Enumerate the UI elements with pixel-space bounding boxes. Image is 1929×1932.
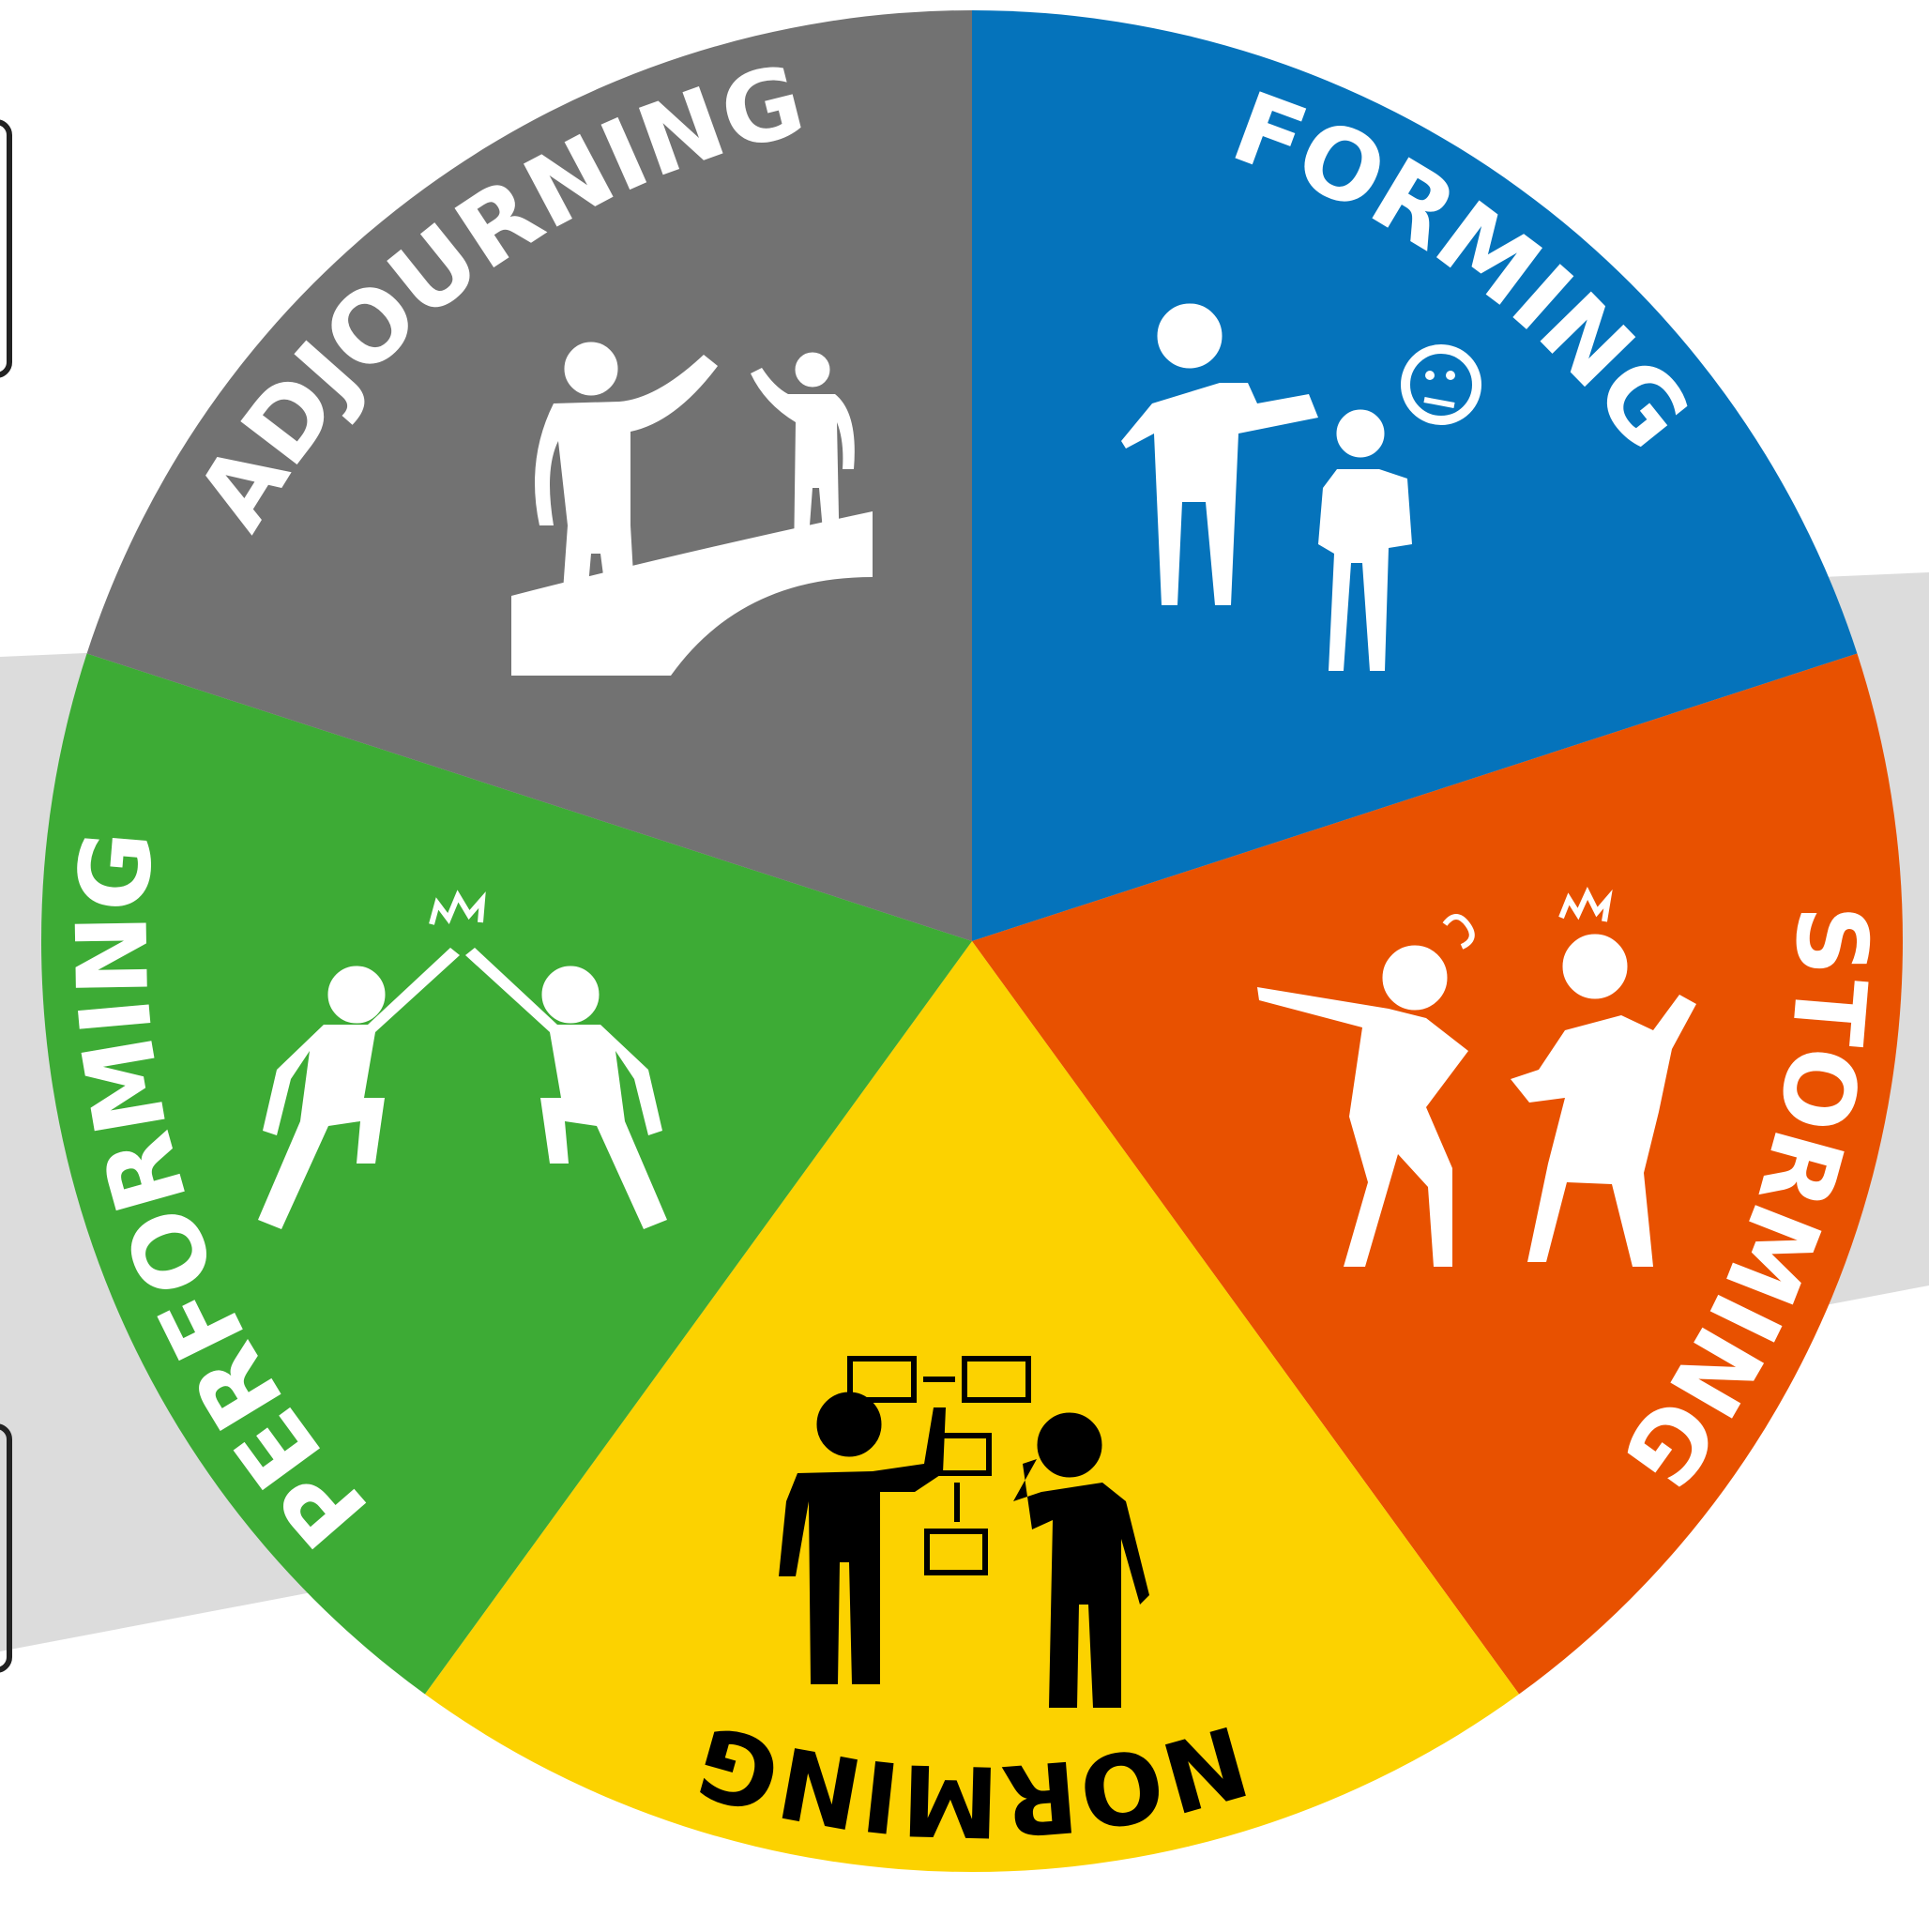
waving-goodbye-icon xyxy=(511,342,873,676)
wedge-norming xyxy=(424,941,1520,1872)
planning-people-icon xyxy=(779,1356,1149,1708)
wheel-wedges xyxy=(40,10,1903,1872)
left-edge-bar-top xyxy=(0,119,12,378)
wedge-adjourning xyxy=(86,10,972,941)
wedge-performing xyxy=(40,653,973,1695)
arguing-people-icon xyxy=(1257,887,1696,1267)
high-five-icon xyxy=(258,890,667,1229)
greeting-shy-icon xyxy=(1121,303,1481,671)
left-edge-bar-bottom xyxy=(0,1423,12,1673)
wedge-forming xyxy=(972,10,1858,941)
